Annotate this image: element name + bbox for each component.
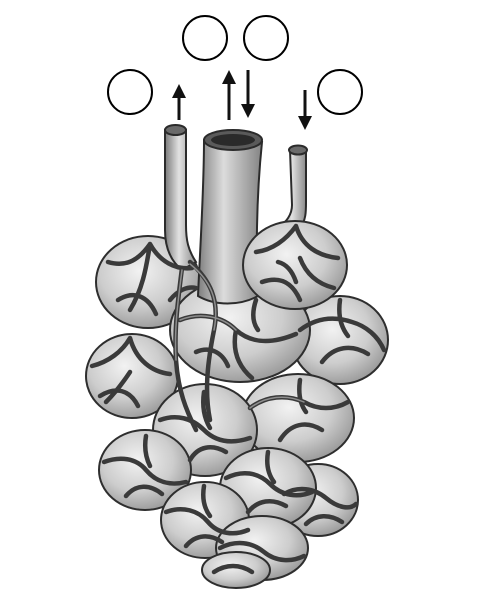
label-circle-right <box>318 70 362 114</box>
right-vessel <box>280 150 306 228</box>
arrow-up-center-icon <box>222 70 236 120</box>
arrow-up-left-icon <box>172 84 186 120</box>
left-vessel-opening <box>165 125 186 135</box>
arrow-down-right-icon <box>298 90 312 130</box>
label-circle-left <box>108 70 152 114</box>
arrow-down-center-icon <box>241 70 255 118</box>
right-vessel-opening <box>289 146 307 155</box>
bronchiole-lumen <box>211 134 255 146</box>
label-circle-top-right <box>244 16 288 60</box>
label-circle-top-left <box>183 16 227 60</box>
alveolus-12 <box>202 552 270 588</box>
label-circles <box>108 16 362 114</box>
left-vessel <box>165 130 196 270</box>
alveolus-top-right <box>243 221 347 309</box>
flow-arrows <box>172 70 312 130</box>
